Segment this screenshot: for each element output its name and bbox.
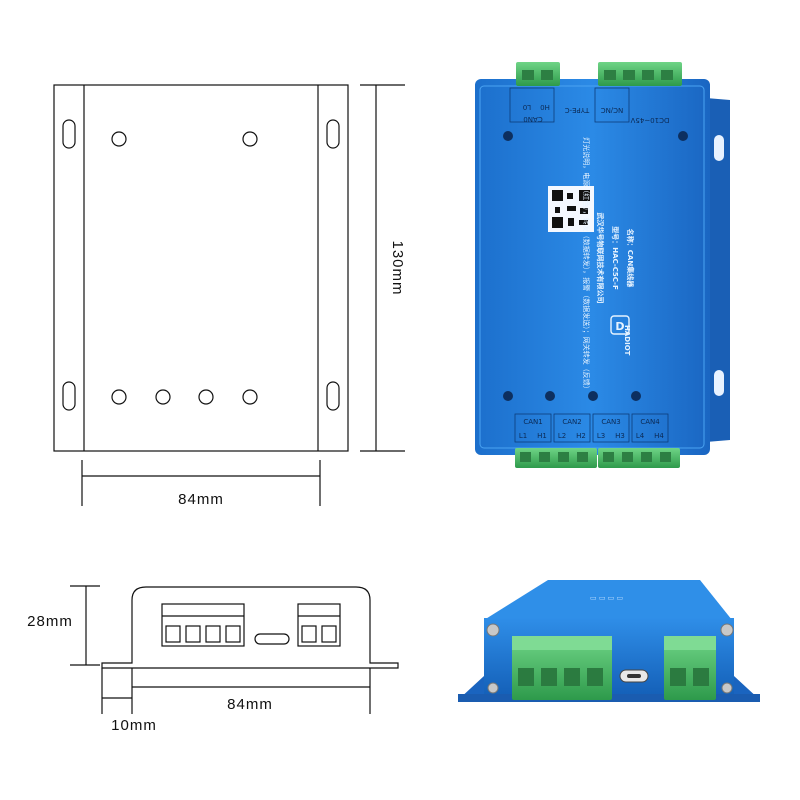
label-l1: L1 (519, 432, 527, 440)
mounting-slot (62, 119, 76, 149)
photo-side-terminal-4pin (512, 636, 612, 700)
screw-hole (242, 131, 258, 147)
mounting-plate-outline (53, 84, 349, 452)
screw-hole (242, 389, 258, 405)
top-terminal-can0 (516, 62, 560, 86)
brand-name: HADIOT (623, 325, 631, 356)
label-ho: H0 (540, 103, 550, 111)
label-h3: H3 (615, 432, 625, 440)
side-housing-outline (101, 586, 399, 669)
height-dimension-label: 130mm (389, 240, 406, 295)
width-dimension-top-label: 84mm (178, 491, 224, 508)
label-can0: CAN0 (523, 115, 542, 123)
side-terminal-4pin (161, 603, 245, 647)
product-photo-side: ▭ ▭ ▭ ▭ (458, 580, 760, 702)
hadiot-logo: D (610, 315, 630, 335)
label-can1: CAN1 (523, 418, 542, 426)
mounting-slot (326, 381, 340, 411)
label-l2: L2 (558, 432, 566, 440)
side-height-dimension-label: 28mm (27, 613, 73, 630)
label-typec: TYPE-C (565, 106, 591, 114)
height-dimension (360, 84, 405, 452)
label-l3: L3 (597, 432, 605, 440)
label-ncnc: NC/NC (601, 106, 624, 114)
mounting-slot (62, 381, 76, 411)
label-l4: L4 (636, 432, 645, 440)
label-can4: CAN4 (640, 418, 660, 426)
side-terminal-2pin (297, 603, 341, 647)
mounting-slot (326, 119, 340, 149)
photo-side-top-surface (484, 580, 732, 620)
product-photo-top: L0 H0 CAN0 TYPE-C NC/NC DC10~45V 名称：CAN集… (475, 62, 730, 468)
svg-text:▭ ▭ ▭ ▭: ▭ ▭ ▭ ▭ (590, 594, 623, 602)
screw-hole (155, 389, 171, 405)
label-h4: H4 (654, 432, 664, 440)
device-model: 型号：HAC-C5C-F (611, 226, 620, 290)
side-height-dimension (70, 585, 100, 666)
label-h1: H1 (537, 432, 547, 440)
label-power: DC10~45V (630, 116, 669, 124)
photo-side-terminal-2pin (664, 636, 716, 700)
label-can2: CAN2 (562, 418, 581, 426)
svg-text:D: D (615, 320, 624, 333)
top-terminal-power (598, 62, 682, 86)
side-view-drawing (101, 586, 399, 669)
bottom-port-labels: CAN1 CAN2 CAN3 CAN4 L1 H1 L2 H2 L3 H3 L4… (514, 413, 669, 443)
bottom-terminals (515, 448, 680, 468)
photo-housing (475, 79, 710, 455)
screw-hole (198, 389, 214, 405)
label-lo: L0 (523, 103, 531, 111)
device-name: 名称：CAN集线器 (626, 229, 635, 288)
label-h2: H2 (576, 432, 586, 440)
side-width-dimension-label: 84mm (227, 696, 273, 713)
company-name: 武汉华号物联网技术有限公司 (596, 213, 605, 304)
flange-dimension (101, 668, 132, 714)
top-view-drawing (53, 84, 349, 452)
qr-code (548, 186, 594, 232)
label-can3: CAN3 (601, 418, 620, 426)
side-width-dimension (131, 668, 371, 714)
flange-dimension-label: 10mm (111, 717, 157, 734)
width-dimension-top (81, 460, 321, 506)
screw-hole (111, 389, 127, 405)
side-usb-c-port (254, 633, 290, 645)
photo-flange (706, 98, 730, 442)
device-description: 灯光说明，电源（红色），转发（数据转发），报警（数据发送）；网关转发（反馈） (582, 137, 591, 393)
screw-hole (111, 131, 127, 147)
